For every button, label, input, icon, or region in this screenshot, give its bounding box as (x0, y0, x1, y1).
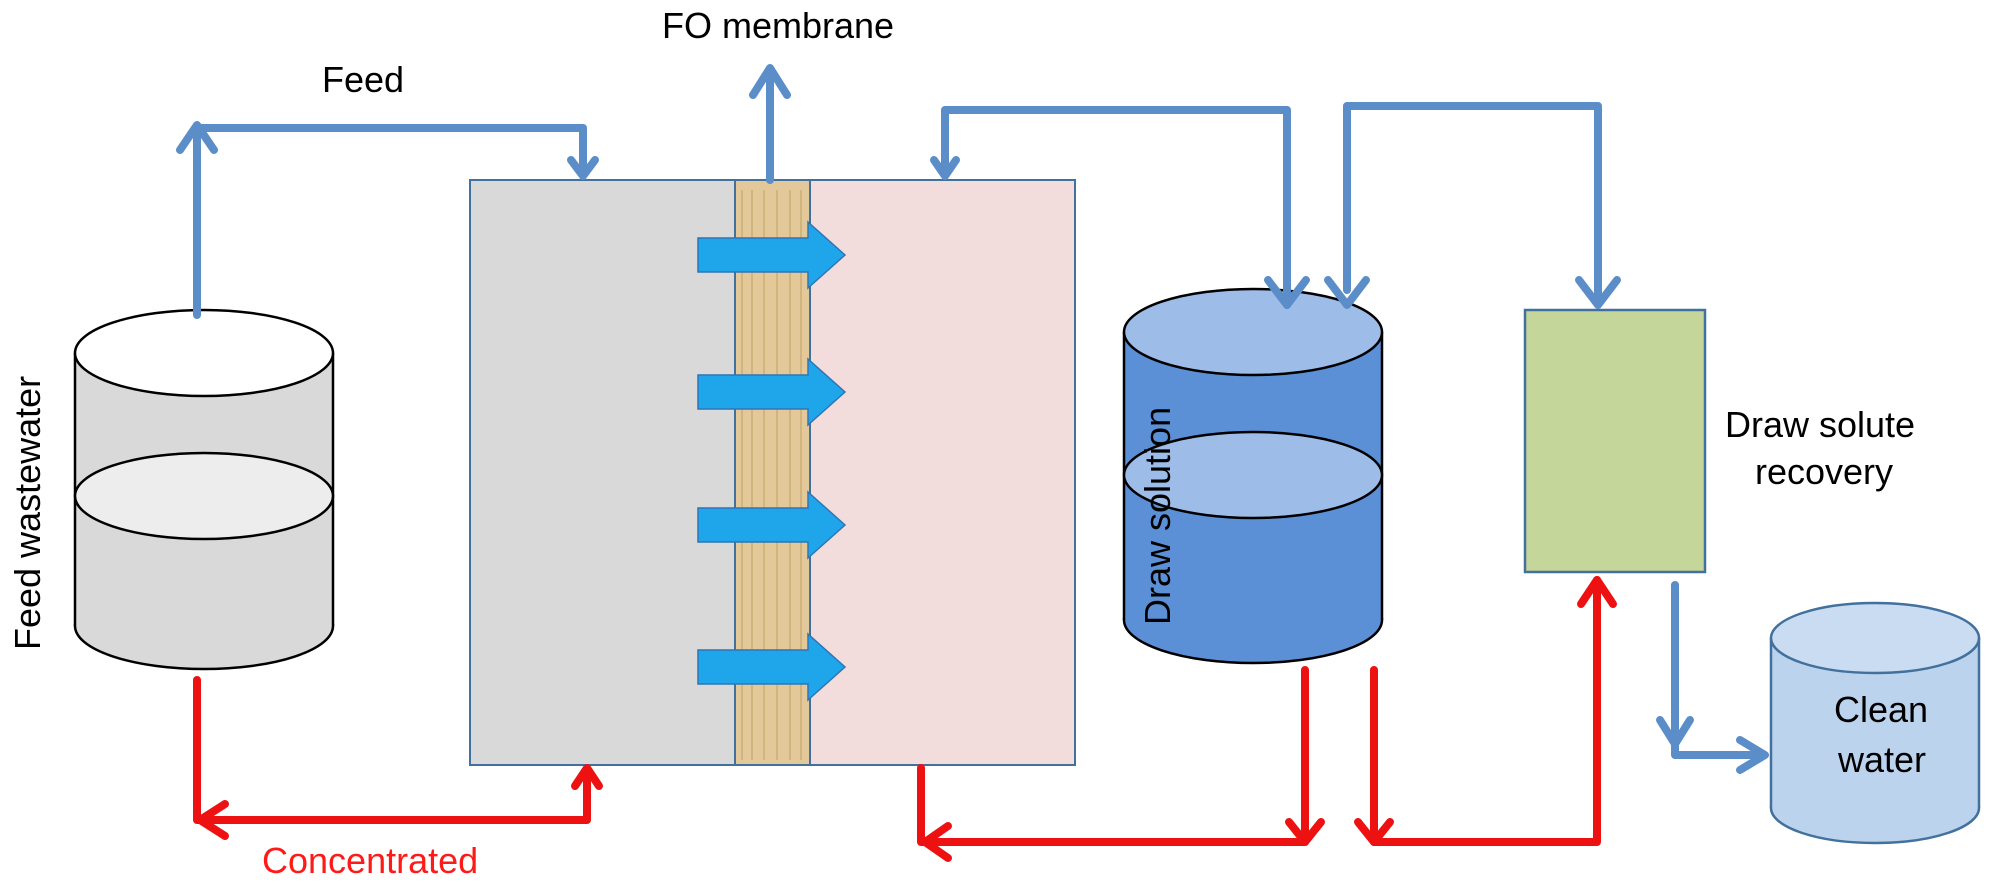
membrane-pointer-head (749, 64, 791, 99)
clean-water-arrow-right (1736, 736, 1769, 774)
feed-flow-line (193, 124, 587, 319)
diluted-draw-flow-line (917, 666, 1309, 846)
fo-membrane-label: FO membrane (662, 5, 894, 46)
draw-solution-label: Draw solution (1137, 407, 1178, 625)
concentrated-flow-line (193, 676, 591, 824)
feed-flow-arrow-down (567, 156, 599, 180)
red-flows (193, 576, 1617, 862)
right-arrow-icon (697, 490, 847, 560)
right-arrow-icon (697, 632, 847, 702)
clean-water-arrow-down (1656, 716, 1694, 748)
draw-tank (1122, 287, 1384, 665)
cylinder-tank-icon (1122, 287, 1384, 377)
feed-label: Feed (322, 59, 404, 100)
right-arrow-icon (697, 220, 847, 290)
to-recovery-flow-line (1370, 576, 1601, 846)
blue-flows (176, 64, 1769, 774)
clean-water-tank (1769, 601, 1981, 845)
clean-water-label-line2: water (1837, 739, 1926, 780)
feed-tank (73, 308, 335, 671)
draw-solute-recovery-label-line2: recovery (1755, 451, 1893, 492)
cylinder-tank-icon (1769, 601, 1981, 675)
module-inlet-arrow-down (930, 156, 960, 180)
clean-water-label-line1: Clean (1834, 689, 1928, 730)
clean-water-flow-line (1671, 581, 1764, 759)
draw-to-module-line (941, 106, 1291, 309)
feed-wastewater-label: Feed wastewater (7, 376, 48, 650)
recovery-loop-arrow-left (1324, 276, 1370, 309)
recovery-loop-line (1343, 102, 1602, 306)
feed-chamber (469, 179, 736, 766)
diluted-draw-arrow-left (921, 822, 952, 862)
water-flux-arrows (697, 220, 847, 702)
draw-solute-recovery-label-line1: Draw solute (1725, 404, 1915, 445)
concentrated-label: Concentrated (262, 840, 478, 881)
draw-solute-recovery-unit (1523, 308, 1707, 574)
concentrated-arrow-left (196, 800, 229, 840)
diluted-draw-arrow-up (1285, 818, 1325, 846)
draw-chamber (809, 179, 1076, 766)
draw-loop-arrow-down (1264, 276, 1310, 309)
right-arrow-icon (697, 357, 847, 427)
feed-flow-arrow-up (176, 121, 218, 154)
to-recovery-arrow-down (1354, 818, 1394, 846)
to-recovery-arrow-up (1577, 576, 1617, 608)
concentrated-arrow-up (571, 764, 603, 790)
recovery-loop-arrow-right (1575, 276, 1621, 309)
